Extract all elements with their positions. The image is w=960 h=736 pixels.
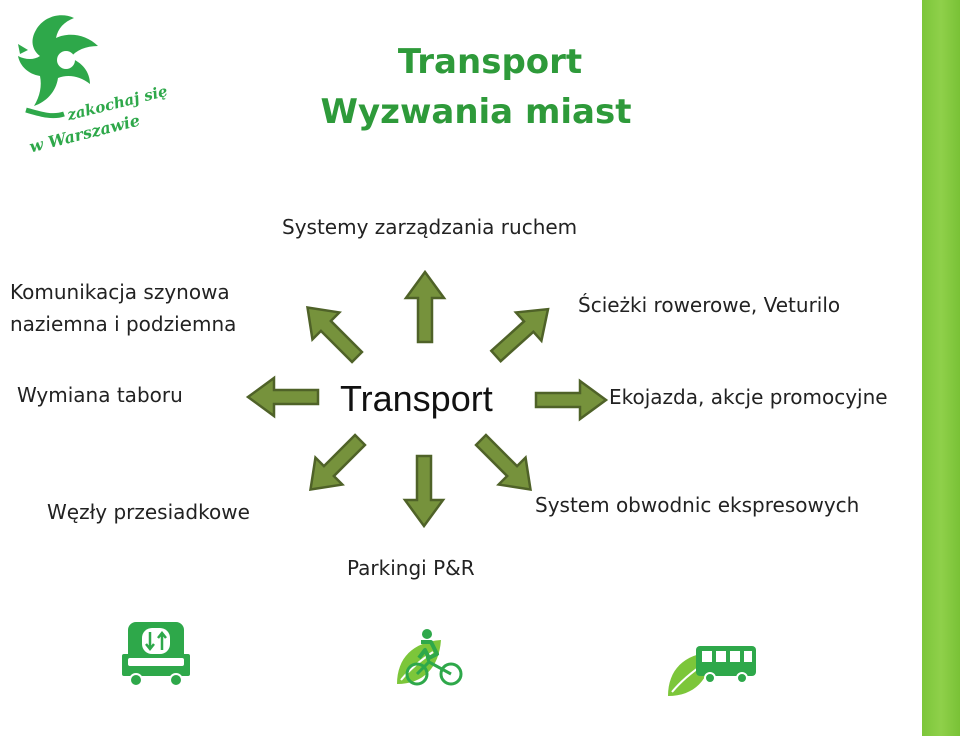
mermaid-logo-icon	[18, 15, 98, 119]
train-vehicle-icon	[122, 622, 190, 687]
logo: zakochaj się w Warszawie	[6, 10, 169, 170]
decorative-side-bar	[922, 0, 960, 736]
center-label: Transport	[340, 378, 493, 419]
title-line-2: Wyzwania miast	[320, 92, 632, 132]
arrow-up-right	[482, 293, 562, 372]
node-top-right: Ścieżki rowerowe, Veturilo	[578, 293, 841, 317]
node-bottom-left: Węzły przesiadkowe	[47, 500, 250, 524]
node-bottom-right: System obwodnic ekspresowych	[535, 493, 860, 517]
node-top-left-line-2: naziemna i podziemna	[10, 312, 237, 336]
node-bottom: Parkingi P&R	[347, 556, 475, 580]
node-left: Wymiana taboru	[17, 383, 183, 407]
bus-leaf-icon	[668, 646, 756, 696]
arrow-left	[246, 376, 320, 418]
arrow-up-left	[292, 292, 372, 372]
node-top-left-line-1: Komunikacja szynowa	[10, 280, 230, 304]
node-top: Systemy zarządzania ruchem	[282, 215, 578, 239]
arrow-up	[404, 270, 446, 344]
arrow-down	[403, 454, 445, 528]
arrow-right	[534, 379, 608, 421]
arrow-down-right	[466, 425, 546, 505]
cyclist-leaf-icon	[397, 629, 463, 686]
title-line-1: Transport	[397, 42, 583, 82]
node-right: Ekojazda, akcje promocyjne	[609, 385, 888, 409]
arrow-down-left	[295, 425, 375, 505]
